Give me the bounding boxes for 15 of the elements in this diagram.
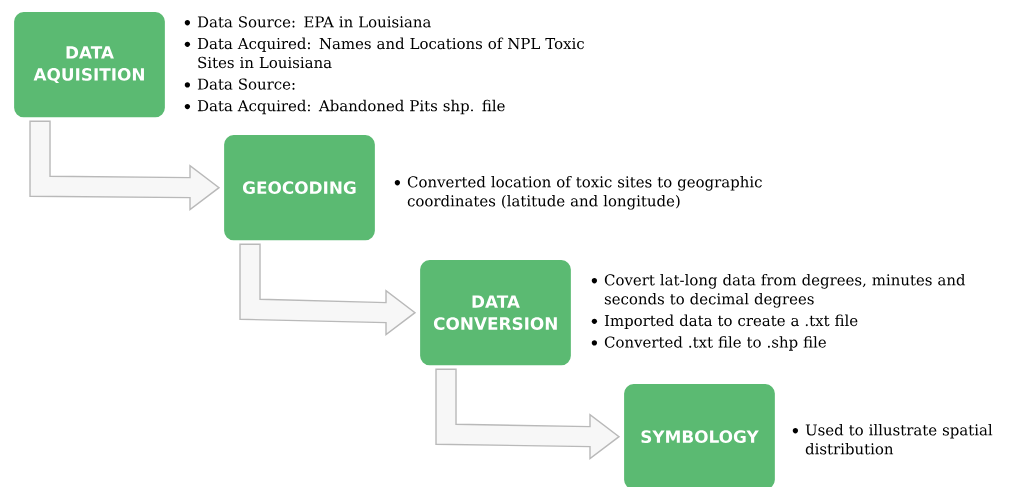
node-label: Data Source: <box>197 78 295 90</box>
process-box: SYMBOLOGY <box>622 382 777 487</box>
bullet-list: Covert lat-long data from degrees, minutes and seconds to decimal degrees Imported data to create a .txt file Converted .txt file to .shp file <box>591 273 966 351</box>
bent-arrow <box>29 120 221 212</box>
bullet-list: Converted location of toxic sites to geographic coordinates (latitude and longitude) <box>394 175 762 210</box>
process-box: DATA AQUISITION <box>12 10 167 120</box>
bent-arrow <box>239 243 417 337</box>
node-label: Data Acquired: Abandoned Pits shp. file <box>197 99 505 115</box>
bullet-list: Data Source: EPA in Louisiana Data Acquired: Names and Locations of NPL Toxic Sites in Louisiana Data Source: Data Acquired: Abandoned Pits shp. file <box>184 16 584 115</box>
process-box: GEOCODING <box>222 133 377 243</box>
bent-arrow <box>435 368 621 461</box>
process-box: DATA CONVERSION <box>418 258 573 368</box>
bullet-list: Used to illustrate spatial distribution <box>792 423 993 455</box>
node-label: Data Source: EPA in Louisiana <box>197 16 431 28</box>
node-label: Data Acquired: Names and Locations of NPL Toxic Sites in Louisiana <box>197 37 584 69</box>
